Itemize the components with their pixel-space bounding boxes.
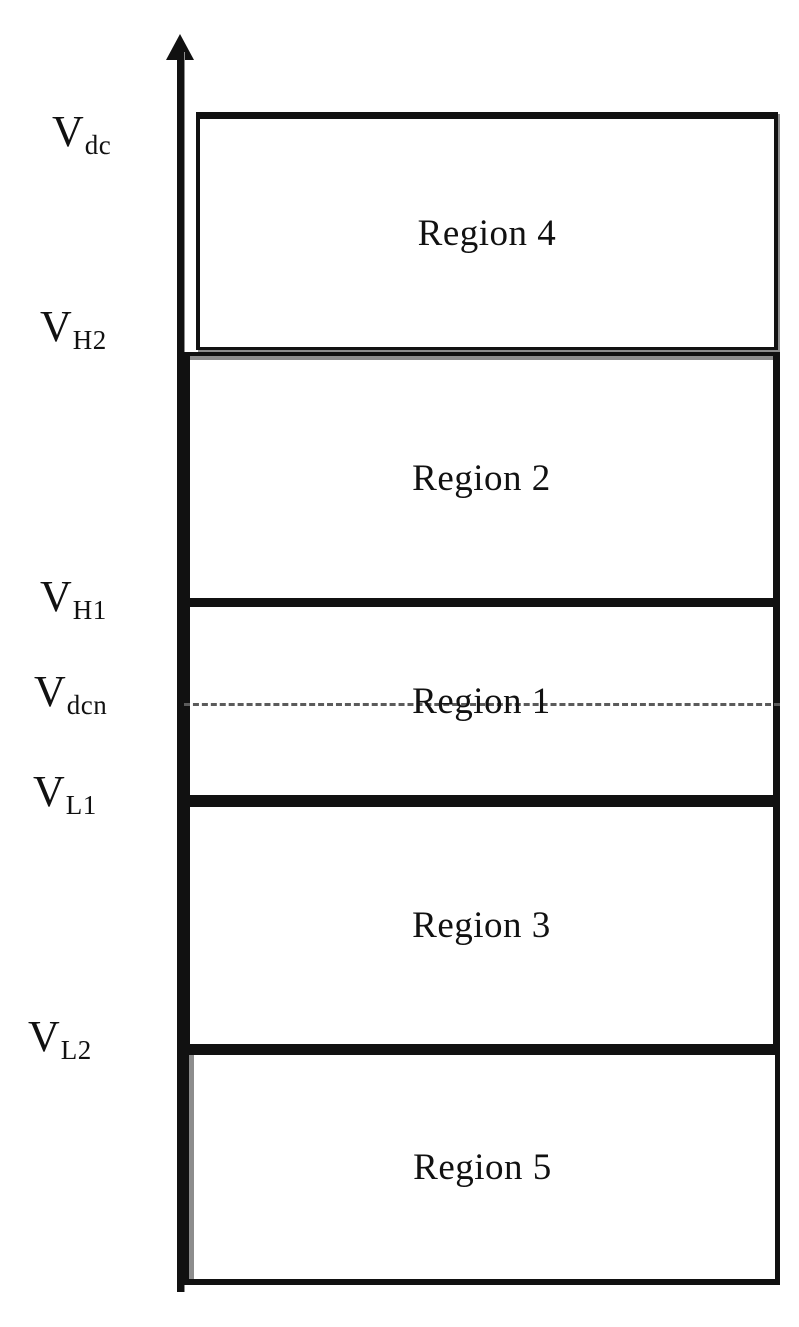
axis-label-vdcn-base: V — [34, 667, 66, 716]
region-band-4: Region 4 — [196, 112, 778, 350]
axis-label-vl1: VL1 — [33, 767, 96, 819]
axis-label-vdcn-sub: dcn — [66, 690, 108, 720]
axis-label-vdc-base: V — [52, 107, 84, 156]
region-band-3: Region 3 — [183, 800, 780, 1050]
axis-label-vl2-sub: L2 — [60, 1035, 92, 1065]
threshold-line-vdcn-dashed — [184, 703, 780, 706]
axis-label-vh2-sub: H2 — [72, 325, 107, 355]
axis-label-vl2: VL2 — [28, 1012, 91, 1064]
threshold-line-vl1 — [183, 795, 780, 804]
axis-label-vl2-base: V — [28, 1012, 60, 1061]
region-band-5: Region 5 — [183, 1050, 780, 1285]
axis-label-vh1: VH1 — [40, 572, 106, 624]
region-band-2: Region 2 — [183, 352, 780, 603]
threshold-line-vh1 — [183, 598, 780, 607]
region-label-3: Region 3 — [412, 905, 551, 946]
region-label-2: Region 2 — [412, 457, 551, 499]
region-label-1: Region 1 — [412, 681, 551, 722]
axis-label-vh1-sub: H1 — [72, 595, 107, 625]
axis-label-vl1-base: V — [33, 767, 65, 816]
region-label-5: Region 5 — [413, 1146, 552, 1188]
axis-label-vh1-base: V — [40, 572, 72, 621]
axis-label-vh2-base: V — [40, 302, 72, 351]
axis-label-vdcn: Vdcn — [34, 667, 107, 719]
region-label-4: Region 4 — [417, 212, 557, 254]
axis-label-vdc-sub: dc — [84, 130, 112, 160]
axis-label-vdc: Vdc — [52, 107, 111, 159]
axis-label-vl1-sub: L1 — [65, 790, 97, 820]
axis-label-vh2: VH2 — [40, 302, 106, 354]
region-band-1: Region 1 — [183, 603, 780, 800]
